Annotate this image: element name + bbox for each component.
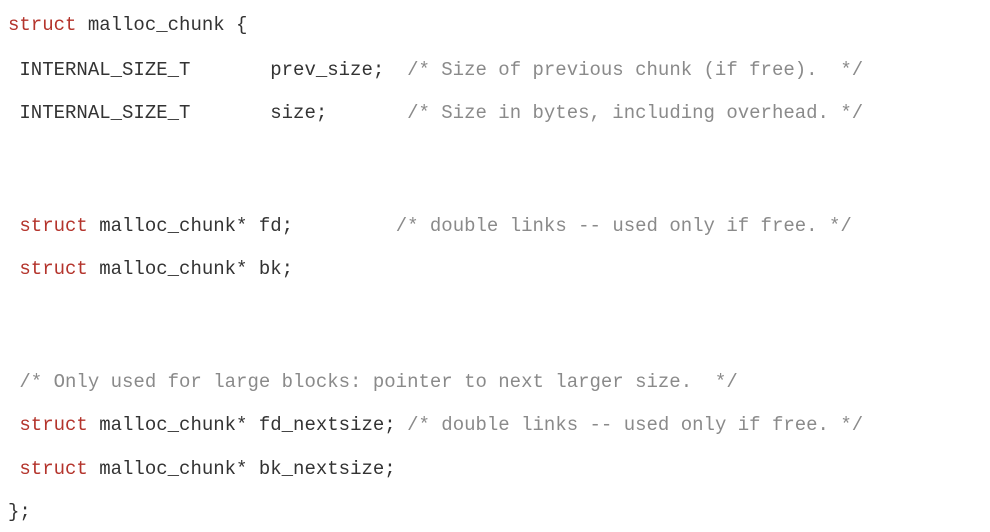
closing-brace: }; (8, 501, 31, 523)
keyword-struct: struct (19, 258, 88, 280)
keyword-struct: struct (19, 414, 88, 436)
field-declaration: INTERNAL_SIZE_T size; (8, 102, 408, 124)
code-line-bk-nextsize: struct malloc_chunk* bk_nextsize; (8, 458, 396, 480)
field-declaration: malloc_chunk* fd; (87, 215, 396, 237)
struct-name: malloc_chunk { (76, 14, 248, 36)
keyword-struct: struct (8, 14, 77, 36)
code-comment: /* double links -- used only if free. */ (395, 215, 852, 237)
keyword-struct: struct (19, 458, 88, 480)
indent (8, 414, 19, 436)
indent (8, 215, 19, 237)
indent (8, 458, 19, 480)
code-comment: /* Size in bytes, including overhead. */ (407, 102, 864, 124)
code-line-struct-open: struct malloc_chunk { (8, 14, 247, 36)
keyword-struct: struct (19, 215, 88, 237)
field-declaration: malloc_chunk* bk; (87, 258, 294, 280)
code-line-fd-nextsize: struct malloc_chunk* fd_nextsize; /* dou… (8, 414, 863, 436)
field-declaration: malloc_chunk* bk_nextsize; (87, 458, 396, 480)
code-line-fd: struct malloc_chunk* fd; /* double links… (8, 215, 852, 237)
code-comment: /* double links -- used only if free. */ (407, 414, 864, 436)
code-line-bk: struct malloc_chunk* bk; (8, 258, 293, 280)
code-line-struct-close: }; (8, 501, 31, 523)
code-line-prev-size: INTERNAL_SIZE_T prev_size; /* Size of pr… (8, 59, 863, 81)
field-declaration: INTERNAL_SIZE_T prev_size; (8, 59, 408, 81)
code-comment: /* Size of previous chunk (if free). */ (407, 59, 864, 81)
code-line-size: INTERNAL_SIZE_T size; /* Size in bytes, … (8, 102, 863, 124)
code-comment: /* Only used for large blocks: pointer t… (8, 371, 738, 393)
code-line-large-blocks-comment: /* Only used for large blocks: pointer t… (8, 371, 738, 393)
field-declaration: malloc_chunk* fd_nextsize; (87, 414, 408, 436)
indent (8, 258, 19, 280)
